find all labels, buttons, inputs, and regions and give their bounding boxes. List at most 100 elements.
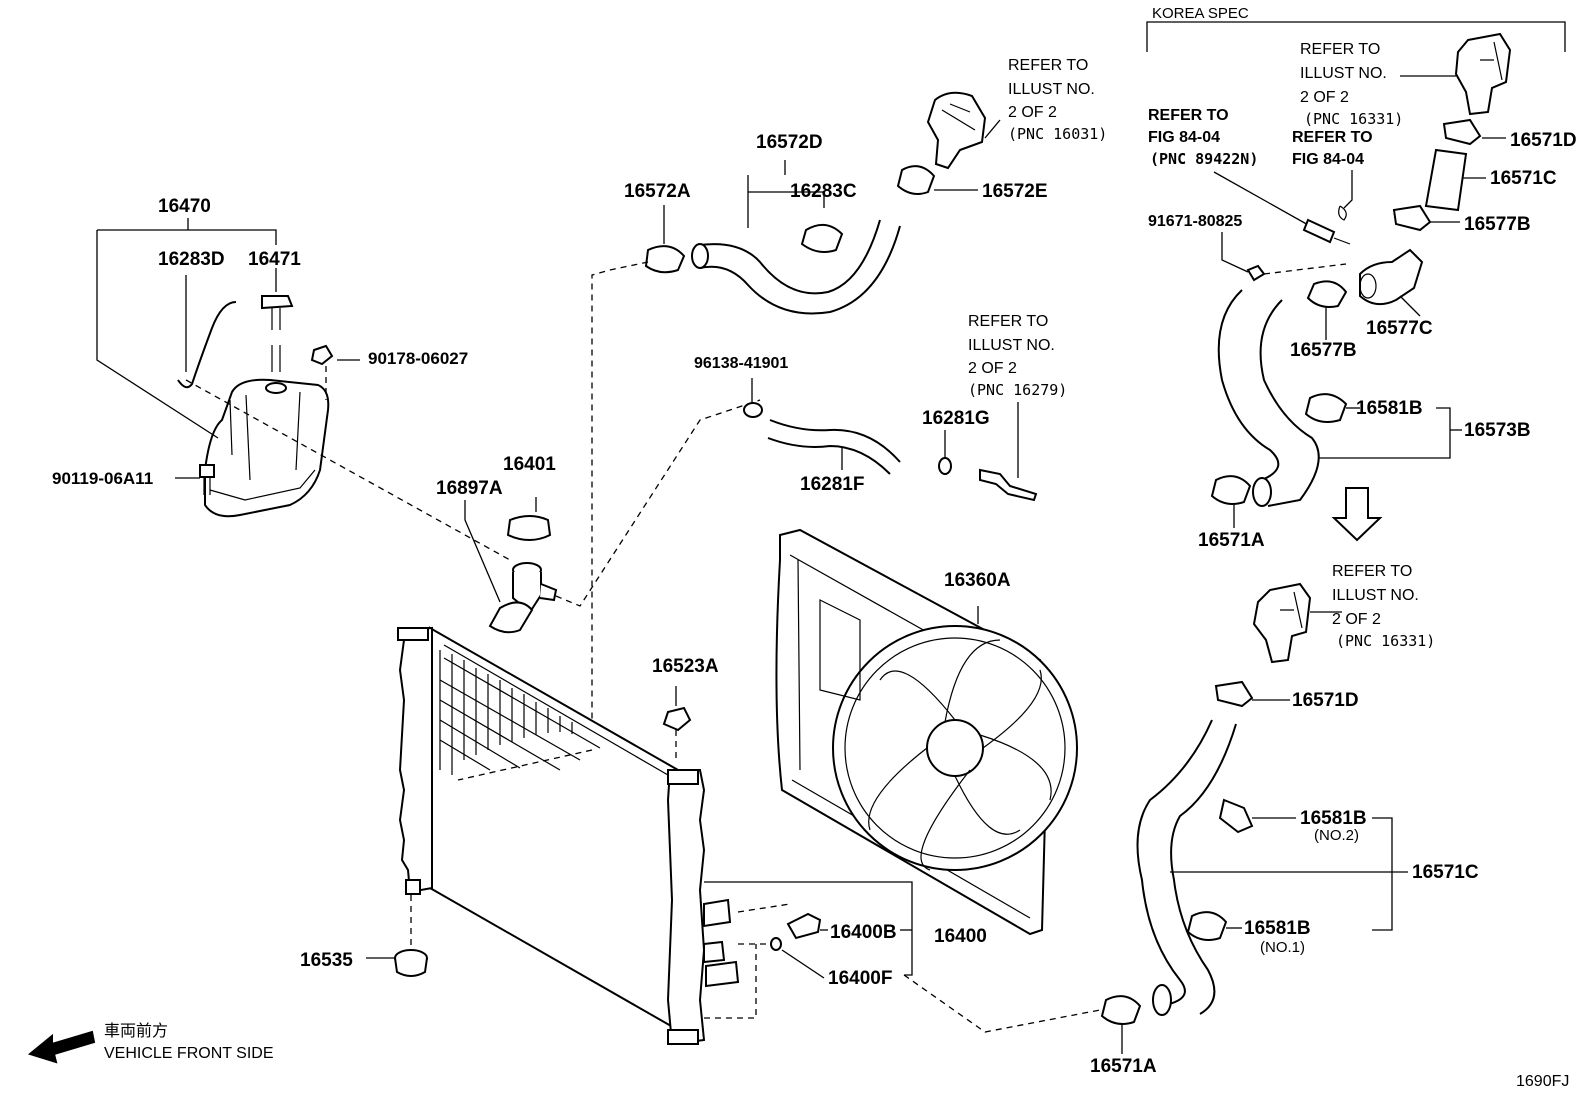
bypass-hose-b (767, 437, 891, 475)
upper-hose-end (691, 243, 709, 269)
refer-16331-bot-line4: (PNC 16331) (1336, 632, 1435, 650)
label-16283D: 16283D (158, 249, 225, 270)
water-inlet-korea (1454, 32, 1512, 116)
water-inlet-lower (1252, 582, 1312, 664)
label-16572E: 16572E (982, 181, 1048, 202)
label-16283C: 16283C (790, 181, 857, 202)
label-91671-80825: 91671-80825 (1148, 213, 1242, 230)
leader-16577C (1399, 295, 1421, 317)
label-16535: 16535 (300, 950, 353, 971)
clamp-16571A-top (1210, 475, 1252, 505)
leader-16470-b (97, 229, 277, 245)
label-90119-06A11: 90119-06A11 (52, 469, 153, 488)
refer-16331-top-line1: REFER TO (1300, 41, 1380, 58)
korea-spec-label: KOREA SPEC (1152, 5, 1249, 22)
clip-fig-b (1338, 205, 1347, 221)
leader-89422N (1213, 171, 1311, 227)
refer-16031-line1: REFER TO (1008, 57, 1088, 74)
label-16577B-b: 16577B (1290, 340, 1357, 361)
refer-16031-line3: 2 OF 2 (1008, 104, 1057, 121)
dash-91671 (1263, 263, 1347, 275)
cushion-16535 (394, 949, 428, 977)
clamp-16581B-no2 (1218, 798, 1254, 834)
label-96138-41901: 96138-41901 (694, 355, 788, 372)
bolt-90119 (199, 464, 215, 495)
radiator-cap (506, 515, 552, 541)
refer-fig-b-line2: FIG 84-04 (1292, 151, 1364, 168)
label-16281F: 16281F (800, 474, 864, 495)
refer-16331-bot-line1: REFER TO (1332, 563, 1412, 580)
water-outlet-16031 (926, 91, 987, 170)
label-16400B: 16400B (830, 922, 897, 943)
lower-hose-end (1152, 984, 1172, 1016)
label-16281G: 16281G (922, 408, 990, 429)
label-16400F: 16400F (828, 968, 892, 989)
filler-neck (488, 562, 558, 634)
label-16571C-top: 16571C (1490, 168, 1557, 189)
leader-16400F (781, 949, 825, 979)
o-ring-16400F (770, 937, 782, 951)
label-16360A: 16360A (944, 570, 1011, 591)
leader-16572D-b (748, 191, 825, 208)
upper-hose-outline-a (699, 219, 881, 295)
label-16400: 16400 (934, 926, 987, 947)
refer-16031-line2: ILLUST NO. (1008, 81, 1095, 98)
leader-16470-a (96, 230, 219, 439)
refer-16279-line3: 2 OF 2 (968, 360, 1017, 377)
radiator-right-tank (666, 769, 740, 1046)
dash-reservoir-to-neck (185, 379, 511, 561)
refer-16279-line4: (PNC 16279) (968, 381, 1067, 399)
clamp-96138 (743, 402, 763, 418)
sleeve-16571C-top (1424, 148, 1468, 212)
refer-89422N-line1: REFER TO (1148, 107, 1229, 124)
refer-16331-bot-line2: ILLUST NO. (1332, 587, 1419, 604)
label-16401: 16401 (503, 454, 556, 475)
refer-89422N-line3: (PNC 89422N) (1150, 150, 1258, 168)
refer-16331-top-line3: 2 OF 2 (1300, 89, 1349, 106)
lower-korea-hose-b (1170, 723, 1237, 1015)
clamp-16283C (800, 223, 844, 253)
bypass-hose-a (769, 419, 901, 463)
label-16523A: 16523A (652, 656, 719, 677)
korea-hose-b (1259, 299, 1320, 507)
refer-89422N-line2: FIG 84-04 (1148, 129, 1220, 146)
drain-cock-16400B (786, 912, 822, 940)
refer-fig-b-line1: REFER TO (1292, 129, 1373, 146)
label-16571D-top: 16571D (1510, 130, 1577, 151)
down-arrow-icon (1331, 487, 1383, 542)
reservoir-tank (204, 378, 330, 518)
dash-lower-hose (903, 974, 1101, 1033)
leader-16031 (984, 119, 1001, 139)
label-16581B-top: 16581B (1356, 398, 1423, 419)
label-16571A-bot: 16571A (1090, 1056, 1157, 1077)
leader-16400-bracket (704, 881, 913, 976)
radiator-left-tank (397, 626, 433, 895)
label-16572A: 16572A (624, 181, 691, 202)
leader-16897A (464, 500, 501, 603)
clamp-16581B-no1 (1186, 911, 1228, 941)
radiator-core (429, 626, 693, 1040)
refer-16331-bot-line3: 2 OF 2 (1332, 611, 1381, 628)
lower-korea-hose-a (1136, 719, 1213, 1007)
label-16573B: 16573B (1464, 420, 1531, 441)
refer-16279-line2: ILLUST NO. (968, 337, 1055, 354)
mount-16523A (662, 706, 692, 732)
dash-16572A-down (591, 261, 649, 750)
clamp-16572E (896, 165, 936, 195)
label-16571A-top: 16571A (1198, 530, 1265, 551)
note-no1: (NO.1) (1260, 939, 1305, 956)
refer-16331-top-line2: ILLUST NO. (1300, 65, 1387, 82)
refer-16279-line1: REFER TO (968, 313, 1048, 330)
clamp-16571D-bot (1214, 680, 1254, 708)
clamp-16577B-a (1392, 204, 1432, 232)
label-16577B-a: 16577B (1464, 214, 1531, 235)
label-16470: 16470 (158, 196, 211, 217)
refer-16031-line4: (PNC 16031) (1008, 125, 1107, 143)
upper-hose-outline-b (699, 225, 901, 315)
joint-16577C (1359, 248, 1424, 306)
refer-16331-top-line4: (PNC 16331) (1304, 110, 1403, 128)
clip-16281G (938, 457, 952, 475)
label-16572D: 16572D (756, 132, 823, 153)
label-16581B-no2: 16581B (1300, 808, 1367, 829)
